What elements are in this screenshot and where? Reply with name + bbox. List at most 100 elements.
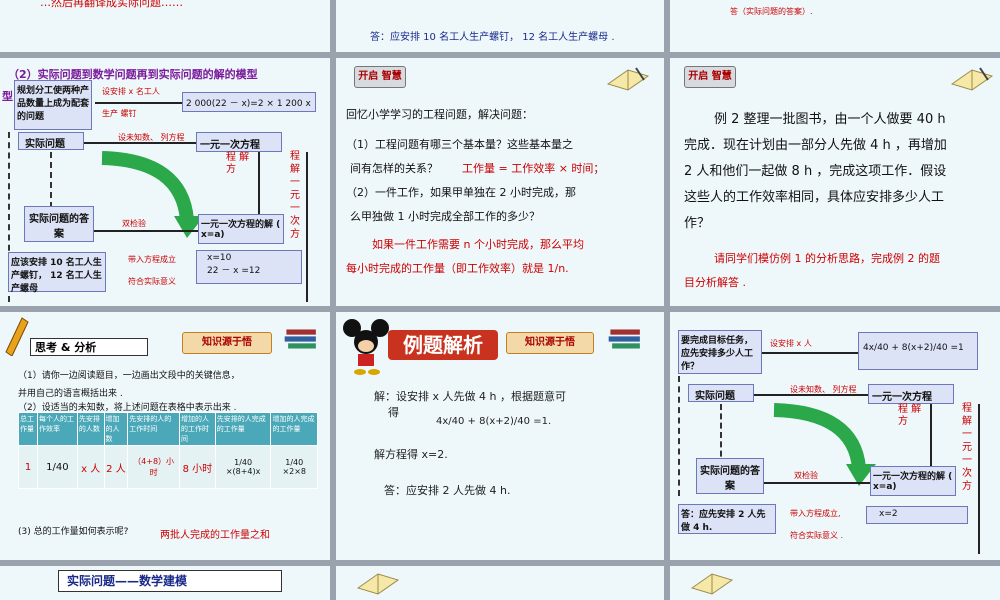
slide-bottom-mid[interactable] bbox=[336, 566, 664, 600]
down-line bbox=[930, 404, 932, 466]
answer-box: 答：应先安排 2 人先做 4 h. bbox=[678, 504, 776, 534]
table-cell: 1 bbox=[18, 445, 38, 489]
arrow1b-label: 生产 螺钉 bbox=[102, 109, 137, 118]
real-answer-box: 实际问题的答案 bbox=[696, 458, 764, 494]
problem-box: 规划分工使两种产品数量上成为配套的问题 bbox=[14, 80, 92, 130]
answer-box: 应该安排 10 名工人生产螺钉， 12 名工人生产螺母 bbox=[8, 252, 106, 294]
check-label: 双检验 bbox=[794, 471, 818, 480]
solution-l3: 解方程得 x=2. bbox=[374, 448, 448, 461]
table-cell: 1/40 bbox=[37, 445, 78, 489]
review-p2: 间有怎样的关系？ bbox=[350, 162, 438, 175]
books-icon bbox=[608, 329, 640, 349]
table-cell: 1/40 ×2×8 bbox=[270, 445, 318, 489]
solve-left: 程 解 方 bbox=[226, 152, 250, 175]
review-p4: 么甲独做 1 小时完成全部工作的多少？ bbox=[350, 210, 540, 223]
sol1: x=10 bbox=[207, 253, 232, 263]
example-l5: 作？ bbox=[684, 216, 711, 231]
sol-box: x=2 bbox=[866, 506, 968, 524]
model-title: （2）实际问题到数学问题再到实际问题的解的模型 bbox=[8, 68, 258, 81]
linear-eq-box: 一元一次方程 bbox=[868, 384, 954, 404]
equation-box: 2 000(22 － x)=2 × 1 200 x bbox=[182, 92, 316, 112]
slide-think[interactable]: 思考 & 分析 知识源于悟 （1）请你一边阅读题目，一边画出文段中的关键信息， … bbox=[0, 312, 330, 560]
table-header: 先安排的人数 bbox=[76, 412, 105, 446]
slide-review[interactable]: 开启 智慧 回忆小学学习的工程问题，解决问题： （1）工程问题有哪三个基本量？这… bbox=[336, 58, 664, 306]
dashed-line-left bbox=[678, 376, 680, 496]
dashed-line-left bbox=[8, 132, 10, 302]
check-label: 双检验 bbox=[122, 219, 146, 228]
solution-box: 一元一次方程的解 ( x=a) bbox=[870, 466, 956, 496]
analysis-table: 总工作量 每个人的工作效率 先安排的人数 增加的人数 先安排的人的工作时间 增加… bbox=[18, 412, 318, 489]
arrow-line bbox=[84, 142, 196, 144]
down-line bbox=[258, 152, 260, 216]
solution-l1: 解：设安排 x 人先做 4 h ，根据题意可 bbox=[374, 390, 566, 403]
book-icon bbox=[356, 573, 400, 595]
wisdom-badge: 开启 智慧 bbox=[354, 66, 406, 88]
table-cell: x 人 bbox=[76, 445, 105, 489]
table-header: 增加的人的工作时间 bbox=[179, 412, 216, 446]
think-q3: (3) 总的工作量如何表示呢? bbox=[18, 527, 129, 537]
wisdom-badge: 开启 智慧 bbox=[684, 66, 736, 88]
down-line-right bbox=[978, 404, 980, 554]
set-label: 设未知数、 列方程 bbox=[790, 385, 857, 394]
real-problem-box: 实际问题 bbox=[18, 132, 84, 150]
arrow-line bbox=[764, 482, 870, 484]
sol-box: x=10 22 － x =12 bbox=[196, 250, 302, 284]
think-q2: （2）设适当的未知数，将上述问题在表格中表示出来 . bbox=[18, 403, 237, 413]
slide-top-right[interactable]: 答（实际问题的答案）. bbox=[670, 0, 1000, 52]
think-q1: （1）请你一边阅读题目，一边画出文段中的关键信息， bbox=[18, 371, 240, 381]
arrow-line bbox=[754, 394, 870, 396]
arrow-line bbox=[95, 102, 183, 104]
solution-equation: 4x/40 + 8(x+2)/40 =1. bbox=[436, 416, 552, 427]
slide-example[interactable]: 开启 智慧 例 2 整理一批图书，由一个人做要 40 h 完成．现在计划由一部分… bbox=[670, 58, 1000, 306]
example-l3: 2 人和他们一起做 8 h ，完成这项工作．假设 bbox=[684, 164, 947, 179]
top-mid-answer: 答：应安排 10 名工人生产螺钉， 12 名工人生产螺母 . bbox=[370, 32, 615, 43]
example-l4: 这些人的工作效率相同，具体应安排多少人工 bbox=[684, 190, 945, 205]
solution-box: 一元一次方程的解 ( x=a) bbox=[198, 214, 284, 244]
table-header: 每个人的工作效率 bbox=[37, 412, 78, 446]
dashed-line bbox=[720, 404, 722, 466]
solution-l4: 答：应安排 2 人先做 4 h. bbox=[384, 484, 511, 497]
task-box: 要完成目标任务，应先安排多少人工作？ bbox=[678, 330, 762, 374]
slide-solution[interactable]: 例题解析 知识源于悟 解：设安排 x 人先做 4 h ，根据题意可 得 4x/4… bbox=[336, 312, 664, 560]
table-header: 先安排的人完成的工作量 bbox=[214, 412, 272, 446]
table-header: 增加的人完成的工作量 bbox=[270, 412, 318, 446]
down-line-right bbox=[306, 152, 308, 302]
pencil-icon bbox=[5, 317, 29, 356]
book-icon bbox=[606, 67, 650, 91]
review-p1: （1）工程问题有哪三个基本量？这些基本量之 bbox=[346, 138, 573, 151]
curved-arrow bbox=[101, 151, 204, 238]
table-cell: 2 人 bbox=[103, 445, 129, 489]
book-icon bbox=[690, 573, 734, 595]
top-right-answer: 答（实际问题的答案）. bbox=[730, 7, 813, 16]
books-icon bbox=[284, 329, 316, 349]
real-answer-box: 实际问题的答案 bbox=[24, 206, 94, 242]
table-cell: （4+8）小时 bbox=[127, 445, 181, 489]
solve-left: 程 解 方 bbox=[898, 404, 922, 427]
meaning-label: 符合实际意义 . bbox=[790, 531, 844, 540]
example-l2: 完成．现在计划由一部分人先做 4 h ，再增加 bbox=[684, 138, 947, 153]
table-row: 1 1/40 x 人 2 人 （4+8）小时 8 小时 1/40 ×(8+4)x… bbox=[18, 445, 318, 489]
table-cell: 8 小时 bbox=[179, 445, 216, 489]
solve-right: 程 解 一 元 一 次 方 bbox=[962, 403, 972, 492]
slide-model[interactable]: （2）实际问题到数学问题再到实际问题的解的模型 型 规划分工使两种产品数量上成为… bbox=[0, 58, 330, 306]
table-header: 先安排的人的工作时间 bbox=[127, 412, 181, 446]
substitute-label: 带入方程成立 bbox=[128, 255, 176, 264]
sol2: 22 － x =12 bbox=[207, 266, 261, 276]
think-q3-red: 两批人完成的工作量之和 bbox=[160, 530, 270, 541]
slide-model2[interactable]: 要完成目标任务，应先安排多少人工作？ 设安排 x 人 4x/40 + 8(x+2… bbox=[670, 312, 1000, 560]
equation-box: 4x/40 + 8(x+2)/40 =1 bbox=[858, 332, 978, 370]
slide-top-left[interactable]: …然后再翻译成实际问题…… bbox=[0, 0, 330, 52]
slide-top-mid[interactable]: 答：应安排 10 名工人生产螺钉， 12 名工人生产螺母 . bbox=[336, 0, 664, 52]
solution-l2: 得 bbox=[388, 406, 399, 419]
slide-bottom-left[interactable]: 实际问题——数学建模 bbox=[0, 566, 330, 600]
knowledge-badge: 知识源于悟 bbox=[182, 332, 272, 354]
example-r2: 目分析解答 . bbox=[684, 276, 746, 289]
think-header: 思考 & 分析 bbox=[30, 338, 148, 356]
example-banner: 例题解析 bbox=[388, 330, 498, 360]
review-p0: 回忆小学学习的工程问题，解决问题： bbox=[346, 108, 533, 121]
review-p6: 每小时完成的工作量（即工作效率）就是 1/n. bbox=[346, 262, 569, 275]
arrow1-label: 设安排 x 名工人 bbox=[102, 87, 160, 96]
review-p2-red: 工作量 = 工作效率 × 时间； bbox=[462, 162, 605, 175]
slide-bottom-right[interactable] bbox=[670, 566, 1000, 600]
think-q1b: 并用自己的语言概括出来 . bbox=[18, 389, 123, 399]
